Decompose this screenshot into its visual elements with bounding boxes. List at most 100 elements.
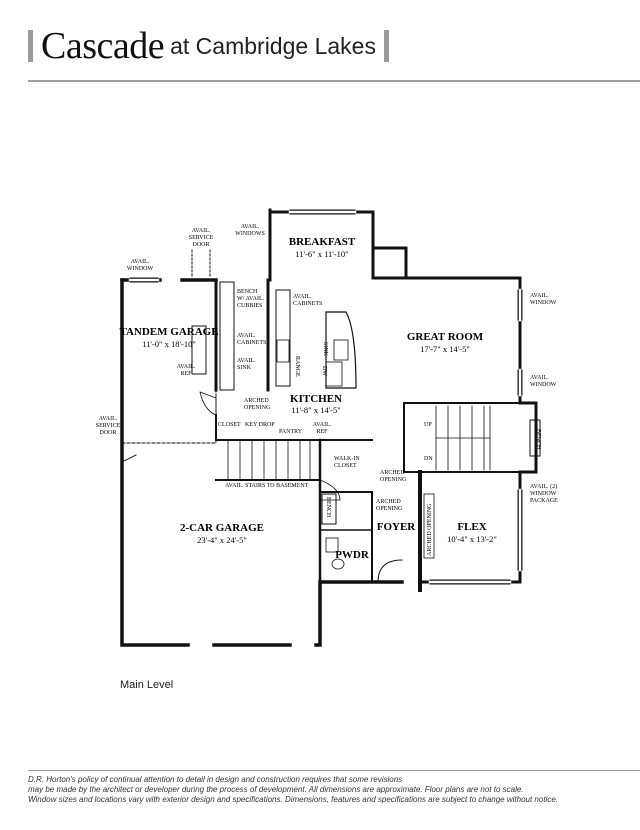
- note-up: UP: [424, 422, 432, 428]
- garage-exterior-wall: [120, 278, 404, 647]
- header-bar-right: [383, 30, 389, 62]
- stair-core-wall: [403, 402, 521, 473]
- note-service-door-top-2: SERVICE: [189, 235, 214, 241]
- plan-subtitle: at Cambridge Lakes: [170, 32, 376, 59]
- room-kitchen-dims: 11'-8" x 14'-5": [291, 405, 340, 415]
- tandem-dashed-line: [121, 389, 217, 444]
- room-breakfast-dims: 11'-6" x 11'-10": [295, 249, 348, 259]
- note-bench-foyer: BENCH: [325, 497, 331, 518]
- room-flex-dims: 10'-4" x 13'-2": [447, 534, 497, 544]
- note-sink-2: SINK: [237, 365, 252, 371]
- note-sink: SINK: [322, 342, 328, 357]
- note-cabinets-2a: AVAIL.: [237, 333, 256, 339]
- room-tandem-dims: 11'-0" x 18'-10": [142, 339, 196, 349]
- note-range: RANGE: [294, 356, 300, 377]
- room-flex-name: FLEX: [457, 521, 486, 533]
- note-arch-3b: OPENING: [376, 506, 403, 512]
- note-window-pkg-2: WINDOW: [530, 491, 557, 497]
- mudroom-wall: [266, 208, 272, 392]
- page-header: Cascade at Cambridge Lakes: [28, 25, 389, 67]
- note-bench-3: CUBBIES: [237, 303, 262, 309]
- note-dn: DN: [424, 456, 433, 462]
- main-stairs: [435, 405, 491, 471]
- note-window-r2b: WINDOW: [530, 382, 557, 388]
- kitchen-island: [325, 311, 357, 389]
- disclaimer-line: D.R. Horton's policy of continual attent…: [28, 775, 403, 784]
- garage-entry-door: [199, 391, 217, 416]
- disclaimer-line: may be made by the architect or develope…: [28, 785, 524, 794]
- note-flex-arch: ARCHED OPENING: [427, 503, 433, 556]
- note-ref-left-2: REF: [180, 371, 192, 377]
- note-service-door-left-1: AVAIL.: [99, 416, 118, 422]
- level-label: Main Level: [120, 679, 174, 691]
- note-walkin-2: CLOSET: [334, 463, 357, 469]
- basement-stairs: [227, 439, 311, 481]
- room-kitchen-name: KITCHEN: [290, 393, 342, 405]
- note-arch-2a: ARCHED: [380, 470, 405, 476]
- header-divider: [28, 80, 640, 82]
- top-service-door: [191, 249, 211, 279]
- side-service-door: [121, 439, 137, 463]
- note-windows-top-2: WINDOWS: [235, 231, 265, 237]
- note-bench-2: W/ AVAIL.: [237, 296, 265, 302]
- flex-exterior-wall: [418, 401, 538, 584]
- note-window-r1b: WINDOW: [530, 300, 557, 306]
- flex-arch-box: [423, 493, 435, 559]
- sink-icon: [333, 339, 349, 361]
- avail-ref-space: [191, 325, 207, 375]
- disclaimer: D.R. Horton's policy of continual attent…: [28, 775, 628, 805]
- note-window-pkg-3: PACKAGE: [530, 498, 558, 504]
- room-garage-dims: 23'-4" x 24'-5": [197, 535, 247, 545]
- vanity-icon: [325, 537, 339, 553]
- note-key-drop: KEY DROP: [245, 422, 275, 428]
- mudroom-cabinets: [219, 281, 235, 391]
- room-great-name: GREAT ROOM: [407, 331, 484, 343]
- note-cabinets-1a: AVAIL.: [293, 294, 312, 300]
- footer-divider: [28, 770, 640, 771]
- note-stairs-basement: AVAIL. STAIRS TO BASEMENT: [225, 483, 309, 489]
- room-pwdr-name: PWDR: [335, 549, 370, 561]
- note-ref-left-1: AVAIL.: [177, 364, 196, 370]
- note-bench-stair: BENCH: [535, 429, 541, 450]
- note-service-door-left-3: DOOR: [99, 430, 116, 436]
- great-room-wall: [371, 276, 522, 405]
- bench-box: [529, 419, 541, 457]
- header-bar-left: [28, 30, 33, 62]
- note-window-pkg-1: AVAIL. (2): [530, 483, 557, 490]
- note-arch-1a: ARCHED: [244, 398, 269, 404]
- note-cabinets-1b: CABINETS: [293, 301, 322, 307]
- room-tandem-name: TANDEM GARAGE: [119, 326, 218, 338]
- note-closet: CLOSET: [218, 422, 241, 428]
- note-ref-kitchen-2: REF: [316, 429, 328, 435]
- note-service-door-left-2: SERVICE: [96, 423, 121, 429]
- range-icon: [276, 339, 290, 363]
- room-garage-name: 2-CAR GARAGE: [180, 522, 264, 534]
- note-arch-3a: ARCHED: [376, 499, 401, 505]
- disclaimer-line: Window sizes and locations vary with ext…: [28, 795, 558, 804]
- note-service-door-top-3: DOOR: [192, 242, 209, 248]
- window-marks: [128, 209, 523, 585]
- room-breakfast-name: BREAKFAST: [289, 236, 356, 248]
- note-cabinets-2b: CABINETS: [237, 340, 266, 346]
- kitchen-cabinets: [275, 289, 291, 387]
- note-window-left-2: WINDOW: [127, 266, 154, 272]
- note-pantry: PANTRY: [279, 429, 303, 435]
- note-ref-kitchen-1: AVAIL.: [313, 422, 332, 428]
- note-arch-2b: OPENING: [380, 477, 407, 483]
- closet-wall: [215, 414, 321, 441]
- note-walkin-1: WALK-IN: [334, 456, 360, 462]
- room-foyer-name: FOYER: [377, 521, 417, 533]
- dishwasher-icon: [325, 361, 343, 387]
- note-service-door-top-1: AVAIL.: [192, 228, 211, 234]
- note-window-left-1: AVAIL.: [131, 259, 150, 265]
- front-door: [377, 559, 403, 583]
- note-window-r1a: AVAIL.: [530, 293, 549, 299]
- toilet-icon: [331, 558, 345, 570]
- room-great-dims: 17'-7" x 14'-5": [420, 344, 470, 354]
- note-bench-1: BENCH: [237, 289, 258, 295]
- foyer-bench-box: [321, 493, 337, 525]
- note-sink-1: AVAIL.: [237, 358, 256, 364]
- plan-title: Cascade: [41, 25, 165, 67]
- note-window-r2a: AVAIL.: [530, 375, 549, 381]
